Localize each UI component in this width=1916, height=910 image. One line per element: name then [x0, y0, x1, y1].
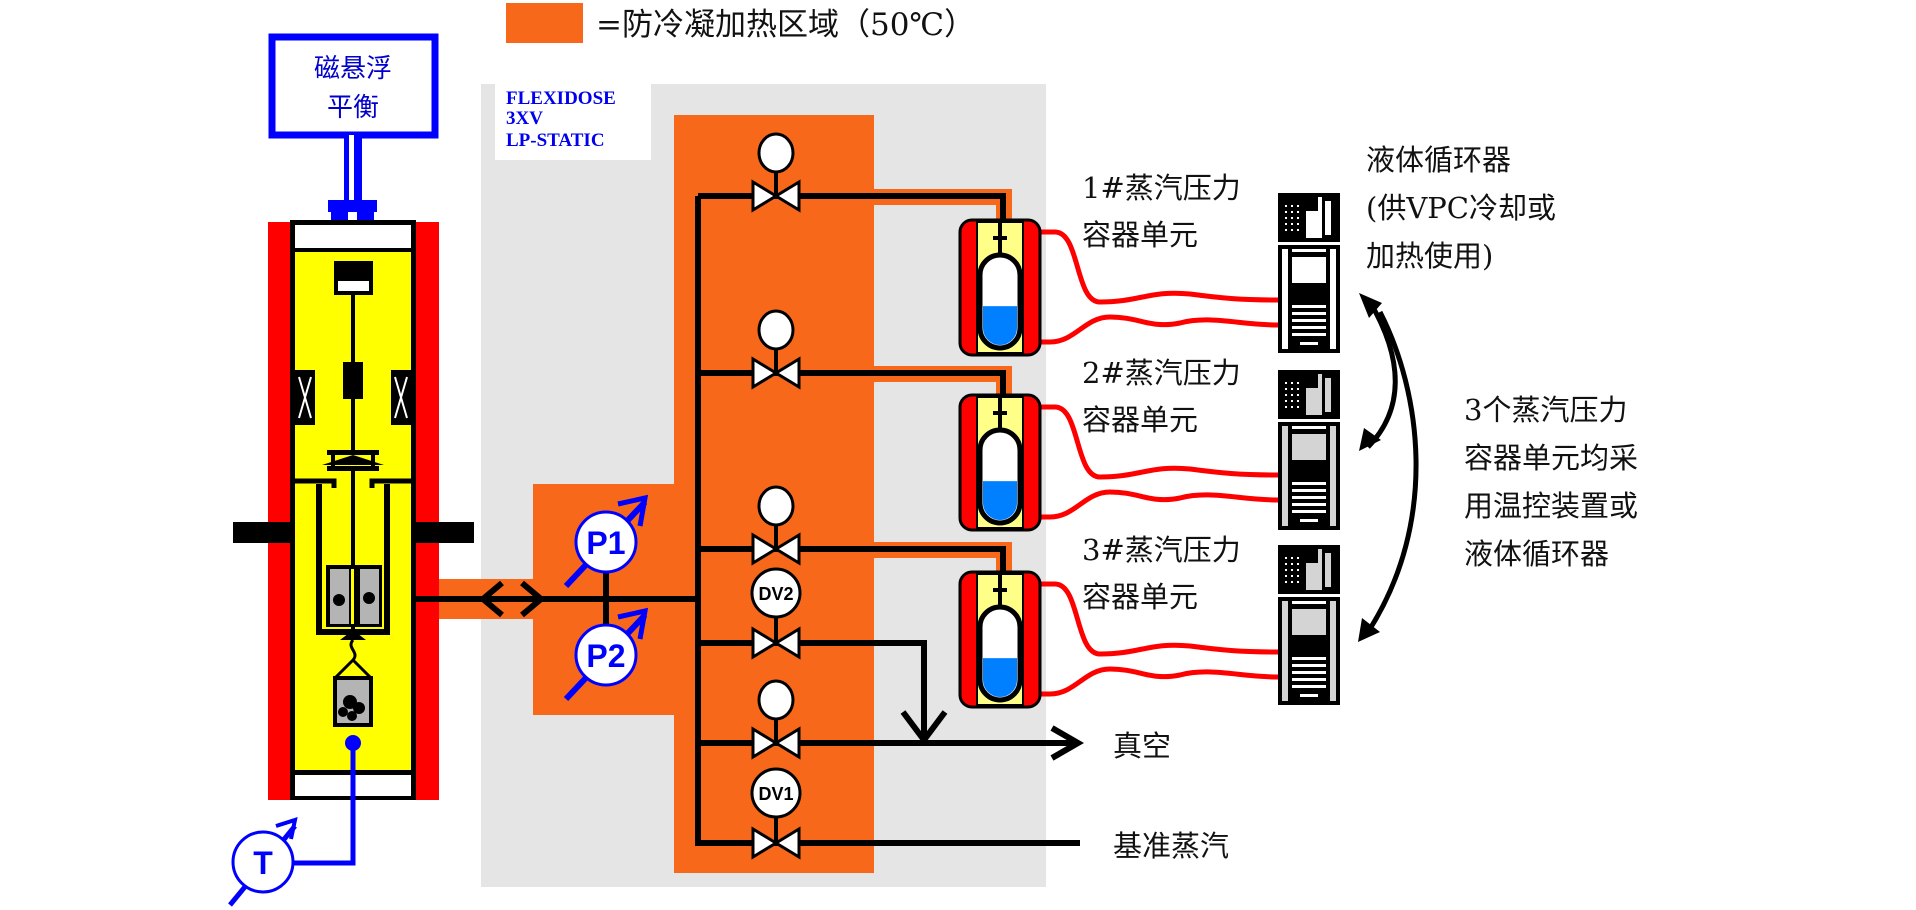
- cable-icon: [1040, 404, 1279, 520]
- valve-body-icon: [751, 532, 801, 566]
- actuator-icon: [757, 309, 795, 351]
- valve-vessel-1: [751, 132, 801, 213]
- temperature-sensor: T: [228, 735, 361, 907]
- vessel-1-label-line2: 容器单元: [1082, 218, 1198, 252]
- temperature-sensor-label: T: [253, 845, 273, 881]
- measuring-cell: [233, 220, 474, 800]
- vessel-2-label-line2: 容器单元: [1082, 403, 1198, 437]
- valve-dv1: DV1: [750, 767, 802, 860]
- valve-vessel-2: [751, 309, 801, 390]
- actuator-icon: [757, 679, 795, 721]
- valve-body-icon: [751, 626, 801, 660]
- vessel-3-label-line1: 3#蒸汽压力: [1082, 533, 1241, 567]
- vapor-pressure-vessels: [958, 218, 1279, 709]
- liquid-circulator-2: [1278, 370, 1340, 530]
- valve-body-icon: [751, 826, 801, 860]
- vacuum-outlet-arrow: [1050, 725, 1085, 761]
- reference-vapor-label: 基准蒸汽: [1113, 829, 1229, 863]
- circulator-arrows: [1365, 300, 1419, 634]
- control-note-line4: 液体循环器: [1464, 537, 1609, 571]
- liquid-level: [983, 658, 1017, 697]
- vessel-2-label-line1: 2#蒸汽压力: [1082, 356, 1241, 390]
- cable-icon: [1040, 581, 1279, 697]
- instrument-name-line1: FLEXIDOSE: [506, 88, 616, 109]
- valve-label: DV2: [758, 584, 793, 604]
- liquid-circulator-3: [1278, 545, 1340, 705]
- vessel-unit-2: [958, 393, 1279, 532]
- pressure-sensor-p2-label: P2: [586, 638, 625, 674]
- liquid-level: [983, 481, 1017, 520]
- legend-swatch: [506, 3, 583, 43]
- liquid-level: [983, 306, 1017, 345]
- instrument-name-line2: 3XV: [506, 108, 543, 129]
- circulator-note-line1: 液体循环器: [1366, 143, 1511, 177]
- control-note-line3: 用温控装置或: [1464, 489, 1638, 523]
- pressure-sensor-p2: P2: [563, 607, 649, 702]
- valve-body-icon: [751, 726, 801, 760]
- balance-label-line1: 磁悬浮: [314, 54, 392, 84]
- control-note-line2: 容器单元均采: [1464, 441, 1638, 475]
- valve-vacuum: [751, 679, 801, 760]
- valve-label: DV1: [758, 784, 793, 804]
- cable-icon: [1040, 229, 1279, 345]
- actuator-icon: [757, 485, 795, 527]
- circulator-arrowheads: [1358, 293, 1382, 642]
- actuator-icon: [757, 132, 795, 174]
- circulator-note: 液体循环器 (供VPC冷却或 加热使用): [1366, 143, 1556, 273]
- legend: =防冷凝加热区域（50℃）: [506, 3, 975, 43]
- magnetic-balance: 磁悬浮 平衡: [268, 33, 439, 232]
- vessel-unit-3: [958, 570, 1279, 709]
- instrument-label-box: [495, 84, 651, 160]
- vessel-unit-1: [958, 218, 1279, 357]
- valve-dv2: DV2: [750, 567, 802, 660]
- pressure-sensor-p1-label: P1: [586, 525, 625, 561]
- liquid-circulator-1: [1278, 193, 1340, 353]
- connector-coupling: [478, 580, 546, 618]
- liquid-circulators: [1278, 193, 1340, 705]
- vacuum-junction-arrow: [900, 710, 948, 745]
- vessel-3-label-line2: 容器单元: [1082, 580, 1198, 614]
- instrument-name-line3: LP-STATIC: [506, 130, 605, 151]
- pressure-sensor-p1: P1: [563, 494, 649, 589]
- circulator-note-line3: 加热使用): [1366, 239, 1493, 273]
- vessel-labels: 1#蒸汽压力 容器单元 2#蒸汽压力 容器单元 3#蒸汽压力 容器单元: [1082, 171, 1241, 614]
- valve-vessel-3: [751, 485, 801, 566]
- circulator-note-line2: (供VPC冷却或: [1366, 191, 1556, 225]
- instrument-name: FLEXIDOSE 3XV LP-STATIC: [506, 88, 616, 151]
- valve-body-icon: [751, 179, 801, 213]
- legend-text: =防冷凝加热区域（50℃）: [596, 7, 975, 43]
- vessel-1-label-line1: 1#蒸汽压力: [1082, 171, 1241, 205]
- vacuum-label: 真空: [1113, 729, 1171, 763]
- balance-label-line2: 平衡: [327, 93, 379, 123]
- valve-body-icon: [751, 356, 801, 390]
- control-note: 3个蒸汽压力 容器单元均采 用温控装置或 液体循环器: [1464, 393, 1638, 571]
- control-note-line1: 3个蒸汽压力: [1464, 393, 1627, 427]
